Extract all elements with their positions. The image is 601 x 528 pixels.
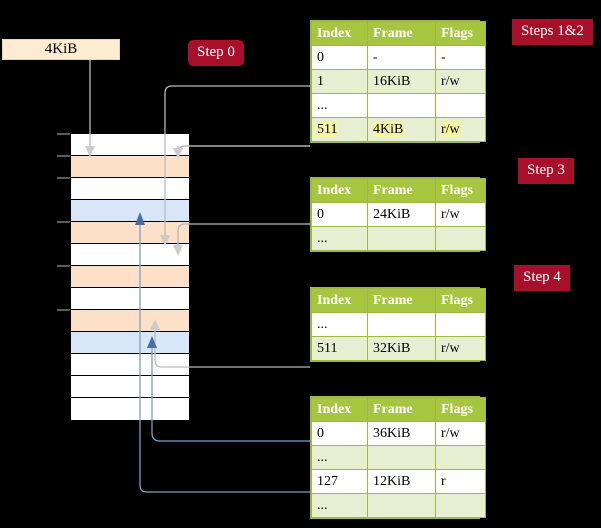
cr3-frame-label: 4KiB [44,41,78,57]
table-cell: 4KiB [367,117,436,142]
memory-frame-row [71,266,189,288]
table-cell [435,226,486,251]
table-cell: 511 [311,117,368,142]
badge-step-4: Step 4 [514,265,570,291]
table-cell: ... [311,226,368,251]
badge-step-3-label: Step 3 [527,162,565,178]
table-cell [367,226,436,251]
table-cell: - [367,45,436,70]
highlighted-value: r/w [441,121,460,137]
table-cell: 0 [311,45,368,70]
table-cell: r/w [435,202,486,227]
table-cell [367,312,436,337]
table-row[interactable]: 511 4KiB r/w [311,117,486,142]
table-cell [435,445,486,470]
physical-memory-column [70,133,190,421]
table-cell: 12KiB [367,469,436,494]
memory-frame-row [71,156,189,178]
table-cell: 0 [311,421,368,446]
table-row[interactable]: ... [311,226,486,251]
memory-frame-row [71,332,189,354]
link-pdpt-row0-to-frame [173,223,310,256]
table-cell: ... [311,312,368,337]
badge-steps-1-2: Steps 1&2 [512,19,593,45]
table-cell: r/w [435,69,486,94]
badge-step-3: Step 3 [518,158,574,184]
memory-frame-row [71,200,189,222]
memory-frame-row [71,134,189,156]
table-cell: 24KiB [367,202,436,227]
memory-frame-row [71,222,189,244]
badge-steps-1-2-label: Steps 1&2 [521,23,584,39]
memory-frame-row [71,178,189,200]
memory-frame-row [71,398,189,420]
table-header-index: Index [311,178,368,203]
table-header-frame: Frame [367,21,436,46]
table-cell [367,493,436,518]
table-cell: 127 [311,469,368,494]
table-cell: 16KiB [367,69,436,94]
table-cell [435,312,486,337]
table-cell: r/w [435,117,486,142]
table-cell: ... [311,93,368,118]
table-header-flags: Flags [435,288,486,313]
table-cell: ... [311,493,368,518]
table-header-flags: Flags [435,178,486,203]
table-cell [367,445,436,470]
table-header-frame: Frame [367,178,436,203]
table-row[interactable]: ... [311,93,486,118]
table-row[interactable]: ... [311,445,486,470]
table-cell: r/w [435,336,486,361]
table-header-frame: Frame [367,397,436,422]
memory-tick-marks [57,133,70,311]
table-cell: r/w [435,421,486,446]
memory-frame-row [71,376,189,398]
table-cell: 511 [311,336,368,361]
table-header-index: Index [311,288,368,313]
table-cell [435,93,486,118]
table-cell [435,493,486,518]
memory-frame-row [71,354,189,376]
link-pml4-row511-to-frame [173,145,310,159]
table-header-index: Index [311,21,368,46]
memory-frame-row [71,310,189,332]
table-cell: r [435,469,486,494]
table-row[interactable]: ... [311,312,486,337]
table-cell: ... [311,445,368,470]
memory-frame-row [71,288,189,310]
table-cell: - [435,45,486,70]
cr3-frame-box: 4KiB [2,39,120,60]
table-row[interactable]: ... [311,493,486,518]
table-cell: 32KiB [367,336,436,361]
table-row[interactable]: 0-- [311,45,486,70]
table-header-flags: Flags [435,397,486,422]
badge-step-0: Step 0 [188,40,244,66]
highlighted-value: 511 [317,121,338,137]
highlighted-value: 4KiB [373,121,404,137]
table-cell: 1 [311,69,368,94]
memory-frame-row [71,244,189,266]
badge-step-4-label: Step 4 [523,269,561,285]
table-header-index: Index [311,397,368,422]
table-header-flags: Flags [435,21,486,46]
badge-step-0-label: Step 0 [197,44,235,60]
table-cell: 0 [311,202,368,227]
table-cell [367,93,436,118]
table-header-frame: Frame [367,288,436,313]
table-cell: 36KiB [367,421,436,446]
